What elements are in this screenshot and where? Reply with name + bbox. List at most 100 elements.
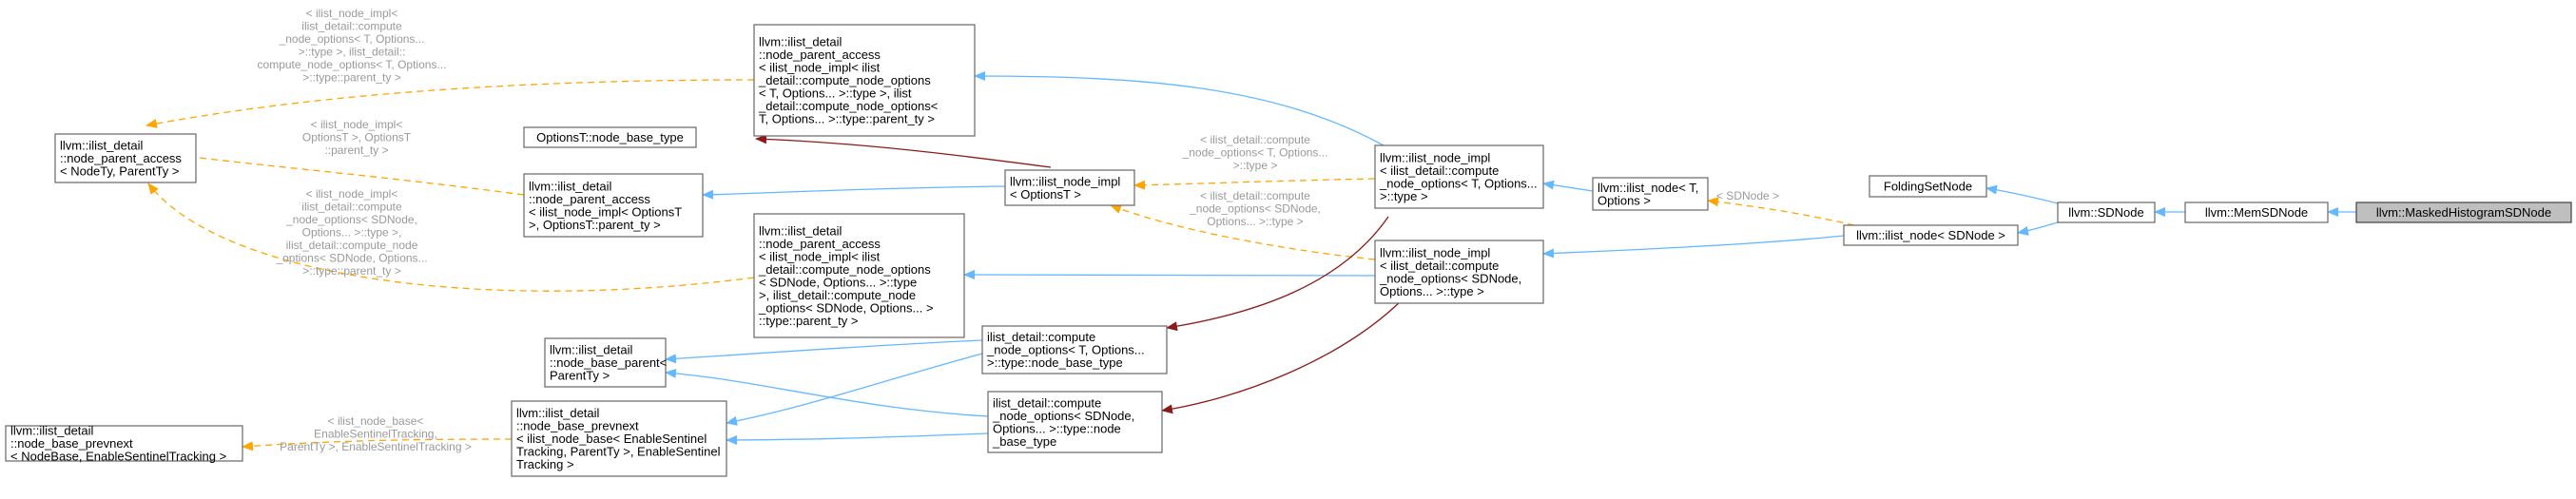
node-label: llvm::ilist_detail::node_parent_access< … xyxy=(758,35,938,126)
edge-impl-top-to-cno-t xyxy=(1166,216,1389,332)
node-label: llvm::ilist_node< T,Options > xyxy=(1598,181,1698,208)
node-label: llvm::ilist_node< SDNode > xyxy=(1856,228,2005,242)
edge-impl-opts-to-npa-opts xyxy=(702,185,1006,200)
text-line: ::node_base_prevnext xyxy=(10,436,133,451)
text-line: < NodeBase, EnableSentinelTracking > xyxy=(10,450,226,464)
text-line: ParentTy > xyxy=(550,369,610,383)
node-parent-access-sdnode[interactable]: llvm::ilist_detail::node_parent_access< … xyxy=(753,213,965,338)
node-ilist-node-sdnode[interactable]: llvm::ilist_node< SDNode > xyxy=(1843,224,2019,246)
node-ilist-node-t-options[interactable]: llvm::ilist_node< T,Options > xyxy=(1592,177,1709,211)
text-line: llvm::ilist_detail xyxy=(60,139,144,153)
node-label: llvm::ilist_detail::node_base_parent<Par… xyxy=(550,343,667,383)
text-line: _options< SDNode, Options... > xyxy=(758,300,934,315)
node-ilist-node-impl-bottom[interactable]: llvm::ilist_node_impl< ilist_detail::com… xyxy=(1374,240,1544,304)
text-line: compute_node_options< T, Options... xyxy=(258,58,447,71)
edge-label-parent-access-top: < ilist_node_impl<ilist_detail::compute_… xyxy=(258,7,447,85)
node-label: llvm::ilist_detail::node_parent_access< … xyxy=(758,223,934,328)
text-line: _node_options< SDNode, xyxy=(1189,202,1321,216)
text-line: Options... >::type > xyxy=(1207,215,1303,228)
text-line: >, ilist_detail::compute_node xyxy=(759,288,916,302)
text-line: llvm::ilist_node_impl xyxy=(1380,150,1490,164)
text-line: _node_options< SDNode, xyxy=(1379,271,1521,285)
node-label: ilist_detail::compute_node_options< T, O… xyxy=(986,330,1145,370)
edge-cno-sd-to-nbprev xyxy=(726,432,989,445)
node-label: llvm::ilist_detail::node_parent_access< … xyxy=(529,179,682,232)
text-line: < ilist_node_impl< xyxy=(311,118,403,131)
text-line: llvm::ilist_node< T, xyxy=(1598,181,1698,195)
node-compute-node-options-t[interactable]: ilist_detail::compute_node_options< T, O… xyxy=(981,325,1168,374)
node-masked-histogram-sdnode[interactable]: llvm::MaskedHistogramSDNode xyxy=(2355,202,2572,223)
text-line: llvm::ilist_detail xyxy=(10,424,94,438)
text-line: ilist_detail::compute_node xyxy=(286,239,418,252)
node-parent-access-optionst[interactable]: llvm::ilist_detail::node_parent_access< … xyxy=(523,173,704,238)
edge-npa-sdnode-to-npa-generic xyxy=(147,182,755,292)
text-line: >::type > xyxy=(1380,189,1428,203)
text-line: < ilist_node_base< xyxy=(328,414,424,428)
text-line: ParentTy >, EnableSentinelTracking > xyxy=(280,440,472,453)
node-base-prevnext-enable-sentinel[interactable]: llvm::ilist_detail::node_base_prevnext< … xyxy=(511,400,727,477)
text-line: OptionsT >, OptionsT xyxy=(302,131,412,144)
text-line: >::type::node_base_type xyxy=(987,355,1123,370)
node-base-prevnext-generic[interactable]: llvm::ilist_detail::node_base_prevnext< … xyxy=(5,424,243,464)
text-line: llvm::MemSDNode xyxy=(2205,205,2308,220)
node-sdnode[interactable]: llvm::SDNode xyxy=(2057,202,2156,223)
text-line: < SDNode, Options... >::type xyxy=(759,275,917,289)
node-ilist-node-impl-top[interactable]: llvm::ilist_node_impl< ilist_detail::com… xyxy=(1374,144,1544,209)
text-line: < ilist_node_impl< xyxy=(306,187,398,201)
text-line: >, OptionsT::parent_ty > xyxy=(529,218,661,232)
text-line: Options... >::type > xyxy=(1380,284,1484,298)
edge-ilist-node-sdnode-to-impl-bottom xyxy=(1542,235,1845,259)
text-line: < ilist_detail::compute xyxy=(1200,189,1310,202)
text-line: _base_type xyxy=(992,434,1056,449)
edge-npa-top-to-npa-generic xyxy=(145,79,755,128)
node-parent-access-generic[interactable]: llvm::ilist_detail::node_parent_access< … xyxy=(54,133,197,183)
text-line: llvm::SDNode xyxy=(2068,205,2143,220)
node-ilist-node-impl-optionst[interactable]: llvm::ilist_node_impl< OptionsT > xyxy=(1004,169,1135,206)
text-line: _detail::compute_node_options< xyxy=(758,99,938,113)
text-line: < NodeTy, ParentTy > xyxy=(60,164,180,179)
text-line: llvm::MaskedHistogramSDNode xyxy=(2376,205,2551,220)
node-parent-access-top[interactable]: llvm::ilist_detail::node_parent_access< … xyxy=(753,24,976,137)
text-line: >::type::parent_ty > xyxy=(302,71,400,85)
text-line: _node_options< T, Options... xyxy=(1379,176,1538,190)
text-line: _detail::compute_node_options xyxy=(758,73,931,87)
text-line: llvm::ilist_node_impl xyxy=(1380,245,1490,259)
node-label: llvm::ilist_node_impl< ilist_detail::com… xyxy=(1379,245,1521,298)
text-line: llvm::ilist_detail xyxy=(529,179,612,193)
edge-ilist-node-t-to-impl-top xyxy=(1542,180,1594,192)
node-label: llvm::ilist_detail::node_base_prevnext< … xyxy=(10,424,226,464)
text-line: llvm::ilist_detail xyxy=(516,406,600,420)
edge-label-sdnode: < SDNode > xyxy=(1716,189,1779,202)
edge-impl-bottom-to-npa-sdnode xyxy=(963,270,1376,280)
text-line: ::type::parent_ty > xyxy=(759,314,858,328)
text-line: Options > xyxy=(1598,193,1651,207)
text-line: < ilist_node_impl< xyxy=(306,7,398,20)
text-line: < ilist_detail::compute xyxy=(1380,163,1499,178)
edge-label-parent-access-sdnode: < ilist_node_impl<ilist_detail::compute_… xyxy=(275,187,427,278)
edge-label-prevnext: < ilist_node_base<EnableSentinelTracking… xyxy=(280,414,472,453)
node-mem-sdnode[interactable]: llvm::MemSDNode xyxy=(2184,202,2329,223)
node-folding-set-node[interactable]: FoldingSetNode xyxy=(1869,175,1987,198)
text-line: ::node_base_prevnext xyxy=(516,419,639,433)
edge-impl-opts-to-nodebasetype xyxy=(755,134,1052,168)
text-line: ::node_parent_access xyxy=(759,48,881,62)
text-line: Tracking, ParentTy >, EnableSentinel xyxy=(516,445,721,459)
node-base-parent[interactable]: llvm::ilist_detail::node_base_parent<Par… xyxy=(544,337,667,388)
text-line: llvm::ilist_node< SDNode > xyxy=(1856,228,2005,242)
text-line: _node_options< T, Options... xyxy=(986,343,1145,357)
text-line: ::node_parent_access xyxy=(529,192,650,206)
text-line: < T, Options... >::type >, ilist xyxy=(759,86,912,101)
text-line: _node_options< T, Options... xyxy=(1182,146,1328,160)
text-line: _detail::compute_node_options xyxy=(758,262,931,277)
node-compute-node-options-sdnode[interactable]: ilist_detail::compute_node_options< SDNo… xyxy=(987,391,1163,453)
text-line: < ilist_node_impl< ilist xyxy=(759,249,881,263)
node-optionst-node-base-type[interactable]: OptionsT::node_base_type xyxy=(523,126,697,148)
text-line: >::type >, ilist_detail:: xyxy=(299,46,406,59)
text-line: < SDNode > xyxy=(1716,189,1779,202)
edge-nbprev-to-nbprev-generic xyxy=(242,438,513,451)
edge-label-impl-sdnode: < ilist_detail::compute_node_options< SD… xyxy=(1189,189,1321,228)
edge-npa-opts-to-npa-generic xyxy=(175,151,525,196)
node-label: llvm::ilist_detail::node_base_prevnext< … xyxy=(516,406,721,471)
text-line: Tracking > xyxy=(516,457,574,471)
